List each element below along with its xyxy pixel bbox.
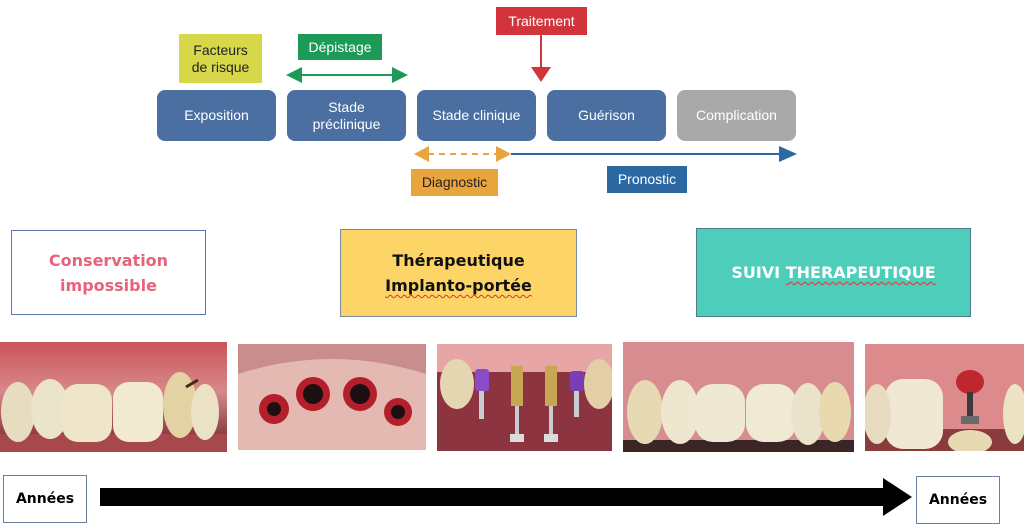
photo-final-crowns	[623, 342, 854, 452]
prognosis-tag: Pronostic	[607, 166, 687, 193]
stage-label: Exposition	[184, 107, 249, 123]
photo-implant-abutment	[865, 344, 1024, 451]
stage-exposition: Exposition	[157, 90, 276, 141]
photo-implant-sites	[238, 344, 426, 450]
stage-complication: Complication	[677, 90, 796, 141]
phase-line2: Implanto-portée	[385, 276, 532, 295]
prognosis-arrow	[511, 146, 797, 162]
diagnosis-dashed-arrow	[414, 146, 511, 162]
treatment-label: Traitement	[508, 12, 575, 29]
diagnosis-label: Diagnostic	[421, 174, 488, 190]
stage-label: Complication	[696, 107, 777, 123]
phase-conservation-impossible: Conservation impossible	[11, 230, 206, 315]
treatment-tag: Traitement	[496, 7, 587, 35]
risk-factors-tag: Facteurs de risque	[179, 34, 262, 83]
stage-healing: Guérison	[547, 90, 666, 141]
diagnosis-prognosis-arrows	[414, 146, 797, 162]
screening-tag: Dépistage	[298, 34, 382, 60]
implant-abutment-image	[865, 344, 1024, 451]
phase-line1: Thérapeutique	[392, 251, 525, 270]
phase-line1: Conservation	[48, 250, 169, 270]
stage-label-line2: préclinique	[312, 115, 381, 132]
phase-word2: THERAPEUTIQUE	[785, 263, 936, 282]
timeline-start-label: Années	[3, 475, 87, 523]
phase-line2: impossible	[60, 275, 157, 295]
stage-clinical: Stade clinique	[417, 90, 536, 141]
implant-sites-image	[238, 344, 426, 450]
screening-label: Dépistage	[308, 38, 372, 55]
diagnosis-tag: Diagnostic	[411, 169, 498, 196]
implant-transfers-image	[437, 344, 612, 451]
years-start-text: Années	[15, 491, 75, 507]
stage-label: Guérison	[578, 107, 635, 123]
screening-double-arrow	[286, 67, 408, 83]
photo-implant-transfers	[437, 344, 612, 451]
phase-therapeutic-followup: SUIVI THERAPEUTIQUE	[696, 228, 971, 317]
risk-factors-line1: Facteurs	[193, 41, 248, 58]
risk-factors-line2: de risque	[191, 58, 250, 75]
stage-label-line1: Stade	[328, 98, 365, 115]
final-crowns-image	[623, 342, 854, 452]
phase-implant-therapy: Thérapeutique Implanto-portée	[340, 229, 577, 317]
phase-word1: SUIVI	[731, 263, 781, 282]
teeth-before-image	[0, 342, 227, 452]
stage-label: Stade clinique	[432, 107, 521, 123]
stage-preclinical: Stade préclinique	[287, 90, 406, 141]
timeline-arrow	[100, 478, 912, 516]
photo-anterior-teeth-before	[0, 342, 227, 452]
prognosis-label: Pronostic	[617, 171, 677, 187]
years-end-text: Années	[928, 492, 988, 508]
timeline-end-label: Années	[916, 476, 1000, 524]
treatment-down-arrow	[531, 35, 551, 82]
